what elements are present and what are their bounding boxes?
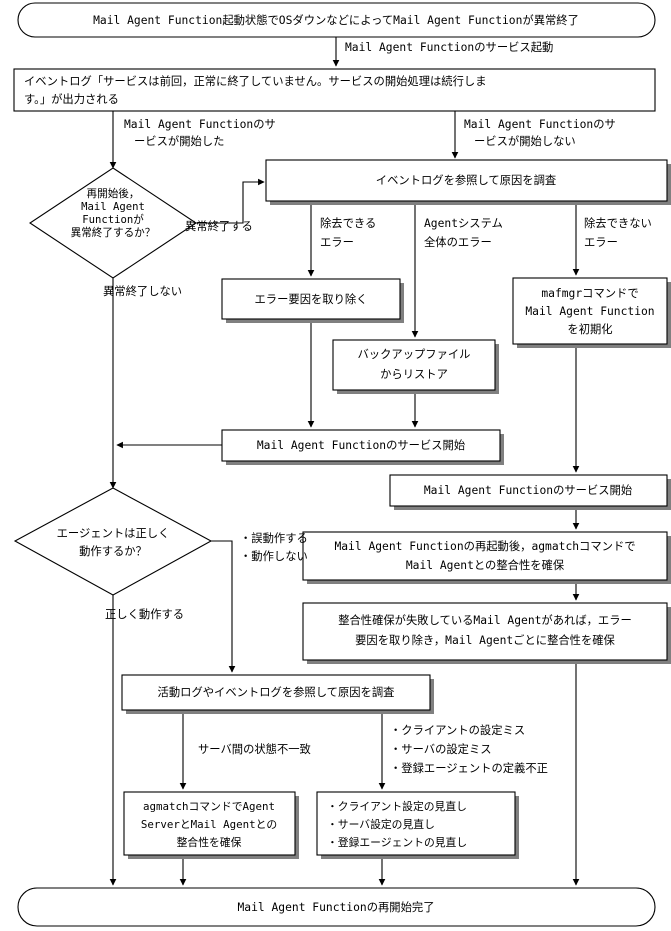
node-consistency-failed: 整合性確保が失敗しているMail Agentがあれば，エラー 要因を取り除き，M… — [302, 602, 671, 664]
edge-label-malfunction-l2: ・動作しない — [240, 549, 308, 563]
edge-decision-yes-to-investigate — [196, 178, 265, 224]
node-agmatch-consistency: Mail Agent Functionの再起動後，agmatchコマンドで Ma… — [302, 531, 671, 584]
restore-from-backup-line1: バックアップファイル — [358, 348, 471, 361]
end-terminal-label: Mail Agent Functionの再開始完了 — [237, 900, 434, 914]
node-restore-from-backup: バックアップファイル からリストア — [332, 339, 499, 394]
service-start-left-label: Mail Agent Functionのサービス開始 — [257, 438, 465, 452]
remove-error-cause-label: エラー要因を取り除く — [255, 292, 368, 306]
decision-abnormal-end-line2: Mail Agent — [81, 201, 145, 213]
mafmgr-init-line2: Mail Agent Function — [525, 305, 654, 318]
edge-label-service-not-started-l1: Mail Agent Functionのサ — [464, 118, 616, 131]
edge-label-client-misconfig-l2: ・サーバの設定ミス — [390, 742, 492, 756]
node-investigate-event-log: イベントログを参照して原因を調査 — [265, 159, 671, 205]
edge-decision2-malfunction-down — [211, 540, 236, 673]
node-remove-error-cause: エラー要因を取り除く — [221, 278, 404, 323]
service-start-right-label: Mail Agent Functionのサービス開始 — [424, 483, 632, 497]
node-start-terminal: Mail Agent Function起動状態でOSダウンなどによってMail … — [17, 2, 656, 38]
event-log-output-line2: す。」が出力される — [24, 92, 119, 106]
edge-label-server-state-mismatch: サーバ間の状態不一致 — [198, 742, 311, 756]
edge-label-unremovable-error-l2: エラー — [584, 236, 618, 249]
edge-label-malfunction-l1: ・誤動作する — [240, 531, 308, 545]
consistency-failed-line2: 要因を取り除き，Mail Agentごとに整合性を確保 — [355, 633, 615, 647]
edge-label-service-started-l2: ービスが開始した — [134, 134, 224, 148]
edge-label-service-not-started-l2: ービスが開始しない — [474, 134, 576, 148]
investigate-event-log-label: イベントログを参照して原因を調査 — [376, 173, 556, 187]
agmatch-agent-server-line1: agmatchコマンドでAgent — [143, 800, 275, 813]
edge-label-service-started-l1: Mail Agent Functionのサ — [124, 118, 276, 131]
edge-label-agent-system-error-l2: 全体のエラー — [424, 235, 492, 249]
node-decision-abnormal-end: 再開始後， Mail Agent Functionが 異常終了するか？ — [29, 167, 197, 279]
agmatch-consistency-line2: Mail Agentとの整合性を確保 — [406, 558, 565, 572]
investigate-activity-log-label: 活動ログやイベントログを参照して原因を調査 — [158, 685, 395, 699]
edge-label-abnormal-end-no: 異常終了しない — [103, 284, 182, 298]
review-settings-line2: ・サーバ設定の見直し — [327, 817, 435, 831]
edge-label-removable-error-l1: 除去できる — [320, 216, 376, 230]
node-agmatch-agent-server: agmatchコマンドでAgent ServerとMail Agentとの 整合… — [123, 791, 299, 859]
edge-label-agent-system-error-l1: Agentシステム — [424, 217, 503, 230]
mafmgr-init-line3: を初期化 — [567, 322, 612, 336]
restore-from-backup-line2: からリストア — [380, 368, 448, 381]
edge-label-client-misconfig-l3: ・登録エージェントの定義不正 — [390, 761, 548, 775]
decision-abnormal-end-line1: 再開始後， — [87, 187, 140, 200]
node-investigate-activity-log: 活動ログやイベントログを参照して原因を調査 — [121, 674, 434, 714]
node-decision-agent-works: エージェントは正しく 動作するか？ — [13, 487, 213, 596]
decision-abnormal-end-line4: 異常終了するか？ — [71, 226, 156, 239]
start-terminal-label: Mail Agent Function起動状態でOSダウンなどによってMail … — [93, 13, 579, 27]
consistency-failed-line1: 整合性確保が失敗しているMail Agentがあれば，エラー — [338, 613, 632, 627]
edge-label-works-correctly: 正しく動作する — [105, 607, 184, 621]
decision-agent-works-line1: エージェントは正しく — [57, 527, 170, 540]
review-settings-line3: ・登録エージェントの見直し — [327, 835, 467, 849]
event-log-output-line1: イベントログ「サービスは前回，正常に終了していません。サービスの開始処理は続行し… — [24, 74, 487, 88]
node-end-terminal: Mail Agent Functionの再開始完了 — [17, 887, 656, 927]
edge-label-service-startup: Mail Agent Functionのサービス起動 — [345, 40, 553, 54]
agmatch-agent-server-line3: 整合性を確保 — [177, 835, 242, 849]
edge-label-unremovable-error-l1: 除去できない — [584, 216, 652, 230]
node-service-start-right: Mail Agent Functionのサービス開始 — [389, 474, 671, 510]
agmatch-consistency-line1: Mail Agent Functionの再起動後，agmatchコマンドで — [334, 539, 635, 553]
edge-label-abnormal-end-yes: 異常終了する — [185, 219, 253, 233]
decision-abnormal-end-line3: Functionが — [82, 213, 144, 226]
node-service-start-left: Mail Agent Functionのサービス開始 — [221, 429, 504, 465]
node-mafmgr-init: mafmgrコマンドで Mail Agent Function を初期化 — [512, 277, 671, 348]
agmatch-agent-server-line2: ServerとMail Agentとの — [141, 818, 277, 831]
node-review-settings: ・クライアント設定の見直し ・サーバ設定の見直し ・登録エージェントの見直し — [316, 791, 519, 859]
mafmgr-init-line1: mafmgrコマンドで — [541, 287, 638, 300]
decision-agent-works-line2: 動作するか？ — [79, 544, 147, 558]
edge-label-removable-error-l2: エラー — [320, 236, 354, 249]
edge-label-client-misconfig-l1: ・クライアントの設定ミス — [390, 723, 525, 737]
node-event-log-output: イベントログ「サービスは前回，正常に終了していません。サービスの開始処理は続行し… — [13, 68, 656, 112]
review-settings-line1: ・クライアント設定の見直し — [327, 799, 467, 813]
